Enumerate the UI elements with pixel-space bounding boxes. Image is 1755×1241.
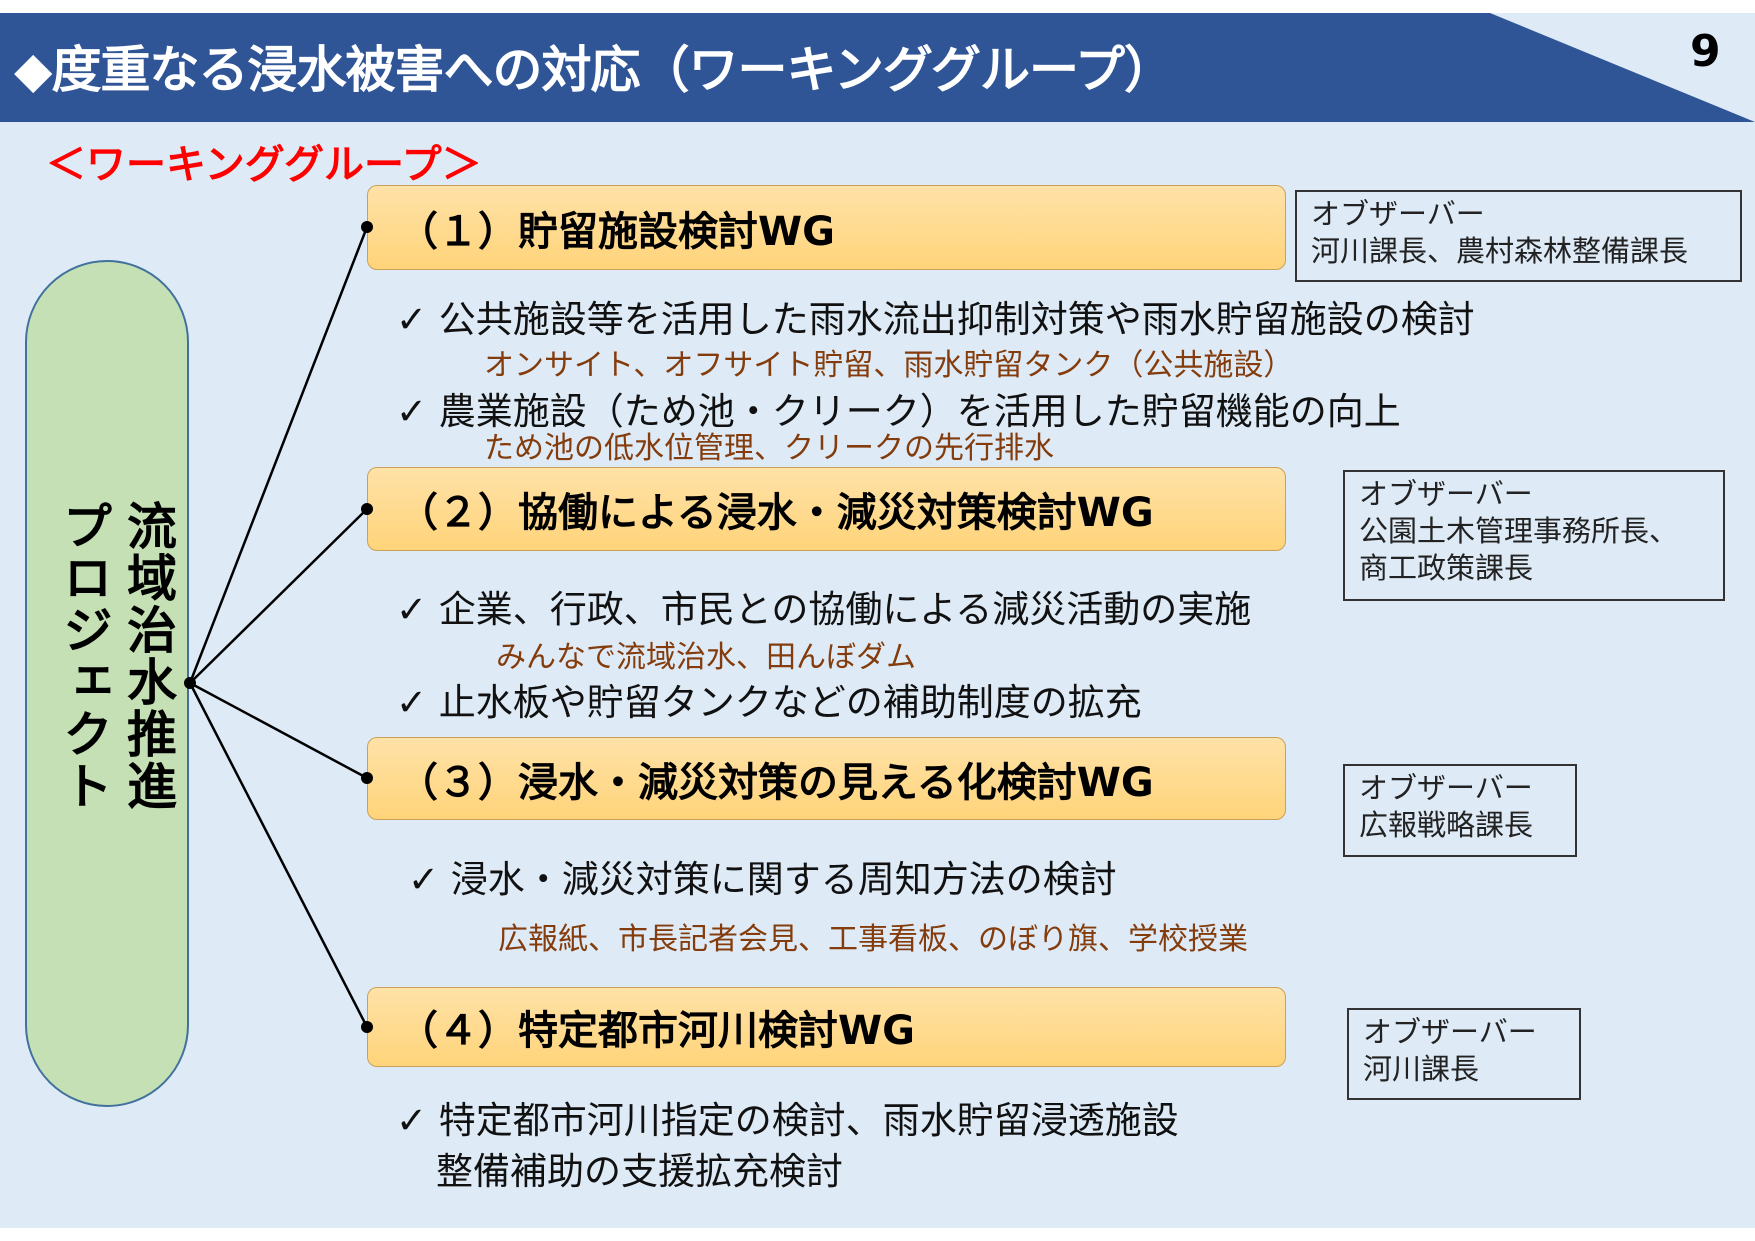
connector-line-1 (188, 226, 369, 684)
observer-box-2: オブザーバー公園土木管理事務所長、商工政策課長 (1343, 470, 1725, 601)
project-name-col2: プロジェクト (55, 500, 113, 812)
wg-title: （２）協働による浸水・減災対策検討WG (398, 490, 1154, 536)
observer-names: 商工政策課長 (1359, 551, 1534, 585)
bullet-sub: 広報紙、市長記者会見、工事看板、のぼり旗、学校授業 (498, 922, 1248, 957)
section-subtitle: ＜ワーキンググループ＞ (46, 142, 482, 188)
observer-names: 公園土木管理事務所長、 (1359, 514, 1679, 548)
observer-box-3: オブザーバー広報戦略課長 (1343, 764, 1577, 857)
wg-title: （４）特定都市河川検討WG (398, 1008, 915, 1054)
bullet-sub: オンサイト、オフサイト貯留、雨水貯留タンク（公共施設） (484, 348, 1294, 383)
page-title: ◆度重なる浸水被害への対応（ワーキンググループ） (14, 41, 1174, 99)
project-pill (25, 260, 189, 1107)
header-bar (0, 13, 1755, 122)
bullet-item: ✓ 特定都市河川指定の検討、雨水貯留浸透施設 (396, 1099, 1179, 1142)
bullet-sub: ため池の低水位管理、クリークの先行排水 (484, 431, 1054, 466)
observer-label: オブザーバー (1359, 771, 1533, 805)
connector-line-4 (188, 682, 369, 1028)
bullet-continuation: 整備補助の支援拡充検討 (436, 1150, 843, 1193)
bullet-item: ✓ 止水板や貯留タンクなどの補助制度の拡充 (396, 681, 1142, 724)
wg-box-1: （１）貯留施設検討WG (367, 185, 1286, 270)
observer-label: オブザーバー (1359, 477, 1533, 511)
bullet-item: ✓ 企業、行政、市民との協働による減災活動の実施 (396, 588, 1252, 631)
observer-box-1: オブザーバー河川課長、農村森林整備課長 (1295, 190, 1742, 282)
header-corner (1490, 13, 1755, 122)
connector-line-3 (189, 681, 368, 780)
bullet-sub: みんなで流域治水、田んぼダム (496, 640, 916, 675)
bullet-item: ✓ 公共施設等を活用した雨水流出抑制対策や雨水貯留施設の検討 (396, 298, 1475, 341)
observer-label: オブザーバー (1363, 1015, 1537, 1049)
wg-box-3: （３）浸水・減災対策の見える化検討WG (367, 737, 1286, 820)
wg-box-2: （２）協働による浸水・減災対策検討WG (367, 467, 1286, 551)
observer-box-4: オブザーバー河川課長 (1347, 1008, 1581, 1100)
page-number: 9 (1690, 26, 1721, 77)
wg-title: （１）貯留施設検討WG (398, 208, 835, 255)
observer-names: 広報戦略課長 (1359, 808, 1534, 842)
project-name-col1: 流域治水推進 (119, 500, 177, 812)
wg-title: （３）浸水・減災対策の見える化検討WG (398, 759, 1154, 806)
observer-names: 河川課長 (1363, 1052, 1480, 1086)
connector-line-2 (189, 508, 368, 684)
bullet-item: ✓ 農業施設（ため池・クリーク）を活用した貯留機能の向上 (396, 390, 1401, 433)
wg-box-4: （４）特定都市河川検討WG (367, 987, 1286, 1067)
bullet-item: ✓ 浸水・減災対策に関する周知方法の検討 (408, 858, 1117, 901)
observer-names: 河川課長、農村森林整備課長 (1311, 234, 1689, 268)
observer-label: オブザーバー (1311, 197, 1485, 231)
